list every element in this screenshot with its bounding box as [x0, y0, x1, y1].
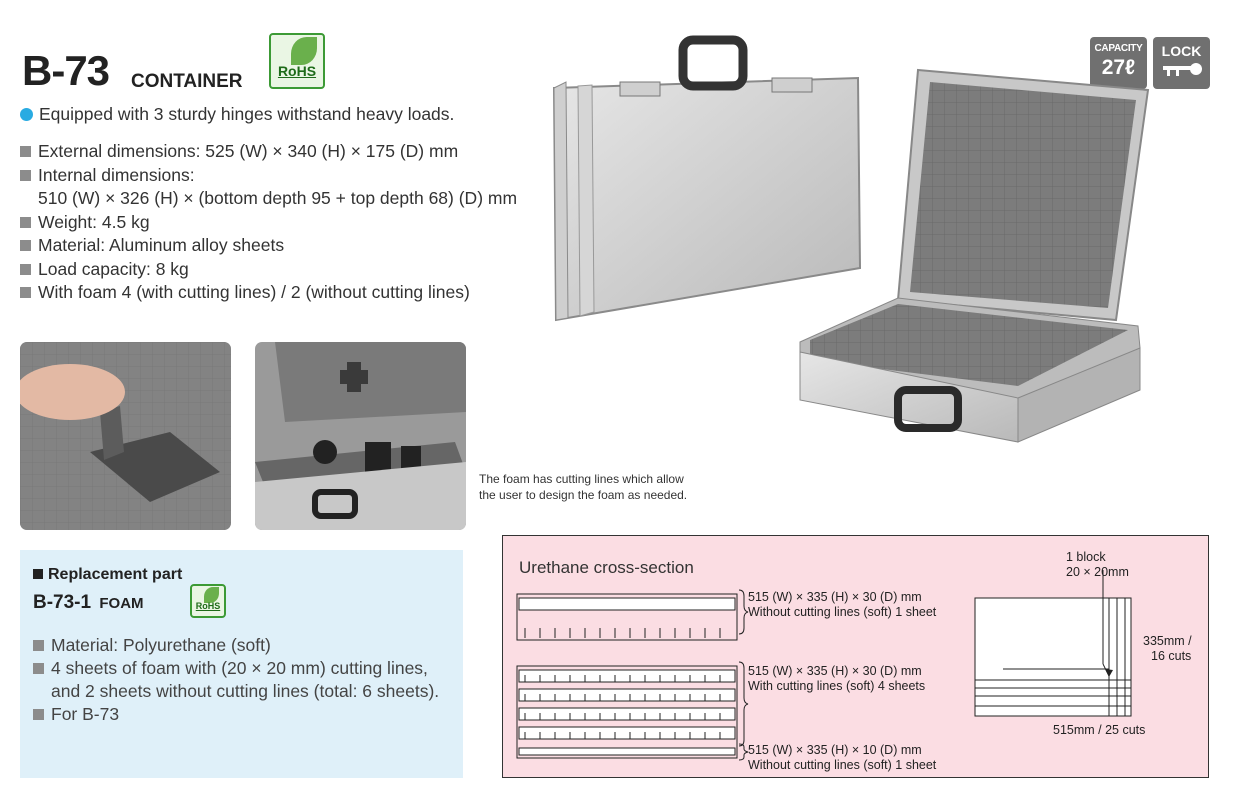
block-size-label: 1 block 20 × 20mm: [1066, 550, 1129, 579]
cross-section-title: Urethane cross-section: [519, 558, 694, 577]
highlight-feature: Equipped with 3 sturdy hinges withstand …: [20, 104, 455, 124]
black-square-bullet-icon: [33, 569, 43, 579]
closed-case-image: [552, 35, 862, 322]
replacement-rohs-logo: RoHS: [190, 584, 226, 618]
replacement-model-suffix: FOAM: [99, 595, 144, 612]
spec-item: With foam 4 (with cutting lines) / 2 (wi…: [20, 281, 517, 305]
capacity-badge: CAPACITY 27ℓ: [1090, 37, 1147, 89]
spec-item: Load capacity: 8 kg: [20, 258, 517, 282]
capacity-label: CAPACITY: [1094, 43, 1143, 54]
cut-foam-sheet: [518, 669, 736, 683]
sheet3-label: 515 (W) × 335 (H) × 10 (D) mm Without cu…: [748, 743, 937, 772]
square-bullet-icon: [33, 663, 44, 674]
height-cuts-label: 335mm / 16 cuts: [1143, 634, 1192, 663]
spec-item: Weight: 4.5 kg: [20, 211, 517, 235]
replacement-item: Material: Polyurethane (soft): [33, 634, 458, 657]
spec-item-continuation: 510 (W) × 326 (H) × (bottom depth 95 + t…: [38, 188, 518, 208]
width-cuts-label: 515mm / 25 cuts: [1053, 723, 1146, 737]
replacement-model: B-73-1 FOAM: [33, 592, 144, 613]
product-photo-cases: [552, 35, 1150, 443]
rohs-logo: RoHS: [269, 33, 325, 89]
product-model-title: B-73: [22, 47, 110, 94]
square-bullet-icon: [33, 640, 44, 651]
lock-badge: LOCK: [1153, 37, 1210, 89]
spec-item: Internal dimensions:: [20, 164, 517, 188]
square-bullet-icon: [20, 240, 31, 251]
cut-foam-sheet: [518, 707, 736, 721]
capacity-value: 27ℓ: [1101, 56, 1136, 79]
foam-cutting-photo: [20, 342, 231, 530]
replacement-item: 4 sheets of foam with (20 × 20 mm) cutti…: [33, 657, 458, 703]
spec-item: External dimensions: 525 (W) × 340 (H) ×…: [20, 140, 517, 164]
square-bullet-icon: [20, 169, 31, 181]
replacement-spec-list: Material: Polyurethane (soft) 4 sheets o…: [33, 634, 458, 726]
blue-circle-bullet-icon: [20, 108, 33, 121]
spec-list: External dimensions: 525 (W) × 340 (H) ×…: [20, 140, 517, 305]
cross-section-panel: Urethane cross-section 515 (W) × 335 (H)…: [502, 535, 1209, 778]
replacement-part-panel: Replacement part B-73-1 FOAM RoHS Materi…: [20, 550, 463, 778]
highlight-feature-text: Equipped with 3 sturdy hinges withstand …: [39, 104, 455, 124]
square-bullet-icon: [20, 146, 31, 157]
spec-item: Material: Aluminum alloy sheets: [20, 234, 517, 258]
replacement-heading: Replacement part: [33, 566, 182, 584]
square-bullet-icon: [20, 263, 31, 275]
key-icon: [1162, 63, 1202, 76]
square-bullet-icon: [20, 216, 31, 228]
cut-foam-sheet: [518, 688, 736, 702]
product-subtitle: CONTAINER: [131, 71, 243, 92]
square-bullet-icon: [20, 287, 31, 298]
case-with-camera-photo: [255, 342, 466, 530]
square-bullet-icon: [33, 709, 44, 720]
sheet2-label: 515 (W) × 335 (H) × 30 (D) mm With cutti…: [748, 664, 926, 693]
foam-layers-diagram: [516, 570, 1132, 761]
sheet1-label: 515 (W) × 335 (H) × 30 (D) mm Without cu…: [748, 590, 937, 619]
foam-caption: The foam has cutting lines which allow t…: [479, 472, 688, 502]
cut-foam-sheet: [518, 726, 736, 740]
open-case-image: [799, 68, 1150, 443]
lock-label: LOCK: [1161, 43, 1202, 59]
rohs-logo-text: RoHS: [277, 63, 317, 79]
replacement-item: For B-73: [33, 703, 458, 726]
